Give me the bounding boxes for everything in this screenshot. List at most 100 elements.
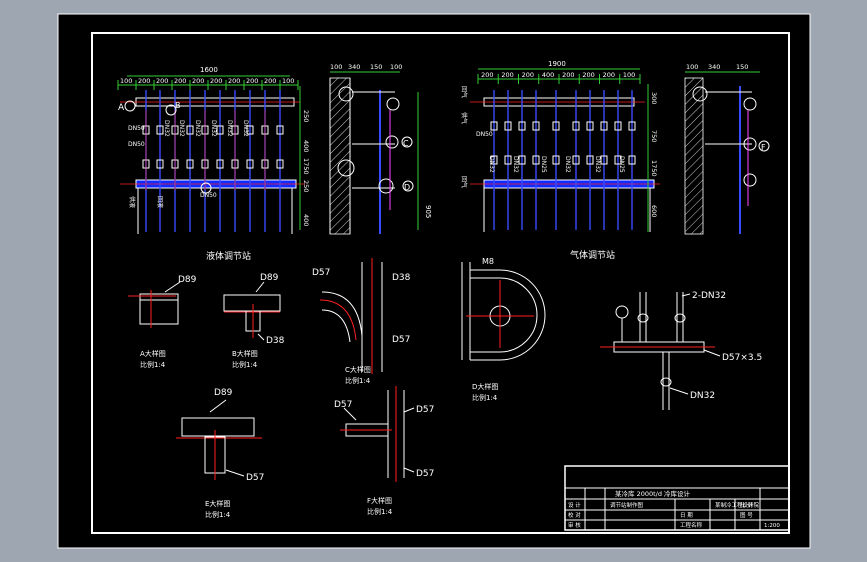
detail-e: D89 D57 E大样图 比例1:4 xyxy=(176,388,264,519)
detail-b-size-bottom: D38 xyxy=(266,336,285,346)
detail-f-size-bottom: D57 xyxy=(416,469,434,479)
detail-b: D89 D38 B大样图 比例1:4 xyxy=(223,273,285,369)
valve-upper xyxy=(552,121,560,131)
side-left-dim: 340 xyxy=(348,63,360,71)
dim-right-part: 200 xyxy=(603,71,615,79)
pipe-label-left: DN32 xyxy=(178,120,185,137)
pipe-label-right: DN25 xyxy=(618,156,625,173)
valve-lower xyxy=(586,155,594,165)
valve-upper xyxy=(614,121,622,131)
pipe-label-right: DN32 xyxy=(488,156,495,173)
valve-lower xyxy=(532,155,540,165)
dim-right-height: 1750 xyxy=(650,160,658,177)
title-block-r2c3: 日 期 xyxy=(680,512,693,519)
pipe-label-left: DN32 xyxy=(163,120,170,137)
liquid-station-title: 液体调节站 xyxy=(206,250,251,262)
dim-left-part: 200 xyxy=(264,77,276,85)
detail-a: D89 A大样图 比例1:4 xyxy=(128,275,197,369)
valve-lower xyxy=(518,155,526,165)
detail-f-size-top: D57 xyxy=(334,400,352,410)
dim-total-right: 1900 xyxy=(548,60,566,68)
dim-left-part: 200 xyxy=(174,77,186,85)
valve-lower xyxy=(572,155,580,165)
valve-upper xyxy=(504,121,512,131)
detail-e-title: E大样图 xyxy=(205,499,230,508)
valve-lower xyxy=(614,155,622,165)
gas-supply-label: 供气 xyxy=(460,112,468,124)
callout-c: C xyxy=(403,139,409,148)
pipe-label-right: DN25 xyxy=(540,156,547,173)
valve-upper xyxy=(586,121,594,131)
title-block-r2c5: 图 号 xyxy=(740,511,753,519)
pipe-label-left: DN32 xyxy=(242,120,249,137)
valve-upper xyxy=(518,121,526,131)
detail-b-size-top: D89 xyxy=(260,273,279,283)
title-block-project: 某冷库 2000t/d 冷库设计 xyxy=(615,489,691,498)
dim-right-part: 200 xyxy=(522,71,534,79)
detail-c: D57 D38 D57 C大样图 比例1:4 xyxy=(312,258,411,385)
dim-left-height: 250 xyxy=(302,180,310,192)
valve-upper xyxy=(186,125,194,135)
valve-upper xyxy=(532,121,540,131)
dim-right-part: 100 xyxy=(623,71,635,79)
gas-detail-view: 2-DN32 D57×3.5 DN32 xyxy=(600,291,762,410)
detail-a-scale: 比例1:4 xyxy=(140,360,166,369)
detail-f-title: F大样图 xyxy=(367,496,392,505)
detail-d: M8 D大样图 比例1:4 xyxy=(461,257,546,402)
title-block: 某冷库 2000t/d 冷库设计 设 计 调节站制作图 比 例 校 对 日 期 … xyxy=(564,465,790,531)
side-left-dim: 100 xyxy=(390,63,402,71)
valve-lower xyxy=(246,159,254,169)
dim-left-height: 400 xyxy=(302,140,310,152)
dim-left-part: 200 xyxy=(156,77,168,85)
valve-upper xyxy=(216,125,224,135)
dim-left-part: 100 xyxy=(282,77,294,85)
drawing-frame xyxy=(91,32,790,534)
valve-lower xyxy=(490,155,498,165)
valve-upper xyxy=(572,121,580,131)
side-right-dim: 150 xyxy=(736,63,748,71)
gas-station-title: 气体调节站 xyxy=(570,249,615,261)
dim-right-part: 200 xyxy=(501,71,513,79)
pipe-label-right: DN32 xyxy=(564,156,571,173)
dim-left-part: 100 xyxy=(120,77,132,85)
valve-upper xyxy=(600,121,608,131)
title-block-r1c1: 设 计 xyxy=(568,501,581,509)
valve-lower xyxy=(216,159,224,169)
pipe-label-right: DN50 xyxy=(476,131,493,138)
gas-return-label: 回气 xyxy=(460,176,468,188)
side-right-dim: 100 xyxy=(686,63,698,71)
dim-left-part: 200 xyxy=(138,77,150,85)
valve-lower xyxy=(276,159,284,169)
dim-left-height: 1750 xyxy=(302,158,310,175)
valve-upper xyxy=(490,121,498,131)
detail-a-size: D89 xyxy=(178,275,197,285)
dim-left-part: 200 xyxy=(228,77,240,85)
valve-lower xyxy=(628,155,636,165)
detail-a-title: A大样图 xyxy=(140,349,166,358)
detail-c-size-a: D57 xyxy=(312,268,330,278)
liquid-supply-label: 供液 xyxy=(128,196,136,208)
side-left-height: 905 xyxy=(424,205,432,218)
detail-b-title: B大样图 xyxy=(232,349,258,358)
dim-right-part: 200 xyxy=(481,71,493,79)
detail-e-scale: 比例1:4 xyxy=(205,510,231,519)
detail-e-size-bottom: D57 xyxy=(246,473,264,483)
gas-detail-label-mid: D57×3.5 xyxy=(722,353,762,363)
dim-right-part: 200 xyxy=(582,71,594,79)
dim-left-part: 200 xyxy=(210,77,222,85)
pipe-label-right: DN32 xyxy=(512,156,519,173)
side-left-dim: 100 xyxy=(330,63,342,71)
detail-e-size-top: D89 xyxy=(214,388,233,398)
pipe-label-left: DN50 xyxy=(128,125,145,132)
callout-d: D xyxy=(404,183,410,192)
title-block-r1c5: 比 例 xyxy=(740,501,753,509)
callout-b: B xyxy=(175,101,181,110)
gas-detail-label-bottom: DN32 xyxy=(690,391,715,401)
valve-lower xyxy=(600,155,608,165)
gas-return-label: 回气 xyxy=(460,86,468,98)
pipe-label-left: DN32 xyxy=(194,120,201,137)
